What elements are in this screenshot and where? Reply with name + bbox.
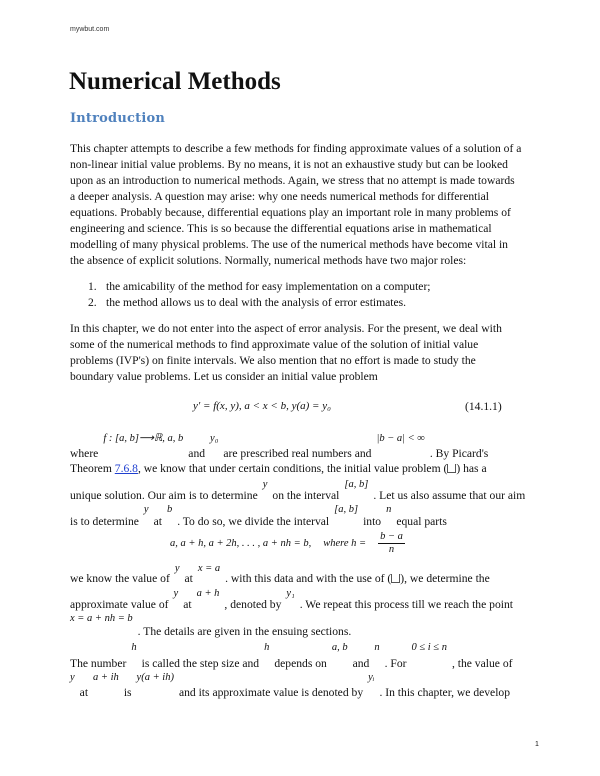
paragraph-line: the absence of explicit solutions. Norma… [70, 254, 467, 267]
site-header: mywbut.com [70, 26, 110, 33]
math: h [264, 642, 270, 653]
paragraph-line: upon as an introduction to numerical met… [70, 174, 515, 187]
text: at [183, 598, 192, 611]
paragraph-line: engineering and science. This is so beca… [70, 222, 492, 235]
text: and [188, 447, 206, 460]
text-line: we know the value of y at x = a . with t… [70, 563, 490, 585]
text: unique solution. Our aim is to determine [70, 489, 258, 502]
text: . For [384, 657, 407, 670]
list-number: 1. [88, 280, 97, 293]
theorem-link[interactable]: 7.6.8 [114, 462, 138, 475]
paragraph-line: problems (IVP's) on finite intervals. We… [70, 354, 476, 367]
list-number: 2. [88, 296, 97, 309]
math: n [386, 504, 392, 515]
fraction-denominator: n [388, 544, 395, 555]
paragraph-line: equations. Probably because, differentia… [70, 206, 511, 219]
paragraph-line: non-linear initial value problems. By no… [70, 158, 508, 171]
math: |b − a| < ∞ [376, 433, 425, 444]
math: y [143, 504, 149, 515]
math: [a, b] [334, 504, 359, 515]
math: y [173, 588, 179, 599]
page-number: 1 [535, 741, 539, 748]
math: y [70, 672, 75, 683]
text: Theorem [70, 462, 112, 475]
text: on the interval [272, 489, 340, 502]
text: . We repeat this process till we reach t… [299, 598, 513, 611]
text-line: Theorem 7.6.8, we know that under certai… [70, 462, 487, 475]
list-item: the method allows us to deal with the an… [106, 296, 407, 309]
math: yᵢ [368, 672, 375, 683]
text-line: is to determine y at b . To do so, we di… [70, 504, 447, 528]
text: ), we determine the [400, 572, 490, 585]
text: , we know that under certain conditions,… [137, 462, 448, 475]
math: y [262, 479, 268, 490]
partition-expr: a, a + h, a + 2h, . . . , a + nh = b, [170, 538, 312, 549]
text: . Let us also assume that our aim [373, 489, 526, 502]
missing-reference-icon [391, 574, 401, 583]
math: h [131, 642, 137, 653]
text: ) has a [456, 462, 487, 475]
math: a + h [196, 588, 220, 599]
text: at [79, 686, 89, 699]
math: y(a + ih) [136, 672, 174, 683]
math: y [174, 563, 180, 574]
equation-label: (14.1.1) [465, 400, 502, 413]
fraction-numerator: b − a [378, 531, 405, 544]
text: at [184, 572, 193, 585]
text: , the value of [451, 657, 513, 670]
text: . In this chapter, we develop [379, 686, 511, 699]
text: equal parts [396, 515, 447, 528]
text: depends on [274, 657, 327, 670]
math: a + ih [93, 672, 119, 683]
page-title: Numerical Methods [69, 68, 281, 95]
paragraph-line: some of the numerical methods to find ap… [70, 338, 479, 351]
text: at [153, 515, 162, 528]
text-line: The number h is called the step size and… [70, 642, 512, 670]
text: where [70, 447, 99, 460]
text: and [352, 657, 370, 670]
text: into [363, 515, 382, 528]
text: is called the step size and [141, 657, 260, 670]
paragraph-line: a deeper analysis. A question may arise:… [70, 190, 489, 203]
math: n [374, 642, 380, 653]
text: is to determine [70, 515, 139, 528]
text: we know the value of [70, 572, 170, 585]
text-line: approximate value of y at a + h , denote… [70, 588, 513, 611]
paragraph-line: This chapter attempts to describe a few … [70, 142, 522, 155]
math: x = a [197, 563, 221, 574]
text: , denoted by [224, 598, 282, 611]
text-line: x = a + nh = b . The details are given i… [70, 613, 351, 638]
math: a, b [331, 642, 348, 653]
text: . To do so, we divide the interval [177, 515, 330, 528]
text: . By Picard's [429, 447, 489, 460]
fraction: b − a n [378, 531, 405, 556]
math: y₀ [210, 433, 219, 444]
text: is [123, 686, 132, 699]
paragraph-line: In this chapter, we do not enter into th… [70, 322, 502, 335]
math: f : [a, b]⟶ℝ, a, b [103, 433, 184, 444]
section-heading: Introduction [70, 111, 165, 126]
text-line: unique solution. Our aim is to determine… [70, 479, 525, 502]
list-item: the amicability of the method for easy i… [106, 280, 431, 293]
text: . The details are given in the ensuing s… [137, 625, 352, 638]
text-line: y at a + ih is y(a + ih) and its approxi… [70, 672, 510, 699]
math: x = a + nh = b [70, 613, 133, 624]
math: [a, b] [344, 479, 369, 490]
text: approximate value of [70, 598, 169, 611]
equation: y′ = f(x, y), a < x < b, y(a) = y₀ [193, 400, 331, 412]
text-line: where f : [a, b]⟶ℝ, a, b and y₀ are pres… [70, 433, 488, 460]
text: and its approximate value is denoted by [178, 686, 364, 699]
text: The number [70, 657, 127, 670]
math: y₁ [286, 588, 295, 599]
math: b [166, 504, 173, 515]
partition-line: a, a + h, a + 2h, . . . , a + nh = b, wh… [170, 531, 405, 556]
paragraph-line: boundary value problems. Let us consider… [70, 370, 378, 383]
math: 0 ≤ i ≤ n [411, 642, 447, 653]
missing-reference-icon [447, 464, 457, 473]
paragraph-line: modelling of many physical problems. The… [70, 238, 508, 251]
text: . with this data and with the use of ( [225, 572, 392, 585]
partition-where: where h = [323, 538, 367, 549]
text: are prescribed real numbers and [223, 447, 372, 460]
